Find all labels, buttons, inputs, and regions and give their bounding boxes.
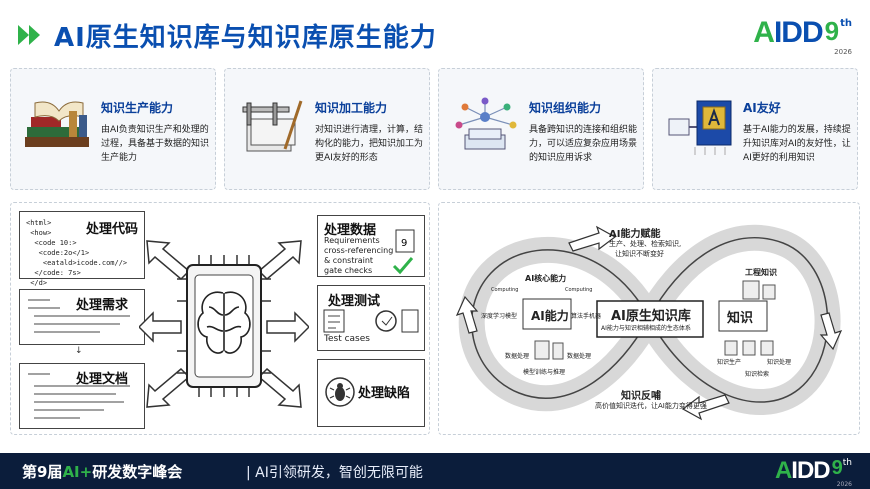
summit-title: 第9届AI+研发数字峰会 (22, 463, 183, 481)
center-title: AI原生知识库 (611, 309, 691, 324)
code-box-title: 处理代码 (85, 222, 138, 237)
code-line: </d> (26, 279, 48, 287)
card-knowledge-production: 知识生产能力 由AI负责知识生产和处理的过程，具备基于数据的知识生产能力 (10, 68, 216, 190)
card-description: 由AI负责知识生产和处理的过程，具备基于数据的知识生产能力 (101, 125, 210, 163)
card-title: 知识组织能力 (529, 101, 602, 115)
data-box: 处理数据 Requirements cross-referencing & co… (317, 215, 425, 277)
test-box: 处理测试 Test cases (317, 285, 425, 351)
data-sub-line: cross-referencing (324, 246, 394, 255)
down-arrow-icon: ↓ (75, 346, 83, 356)
requirement-box-title: 处理需求 (76, 298, 129, 313)
code-line: <html> (26, 219, 52, 227)
ai-processing-panel: <html> <how> <code 10:> <code:2o</1> <ea… (10, 202, 430, 435)
code-line: <how> (26, 229, 52, 237)
brain-chip-diagram (139, 240, 309, 408)
books-icon (23, 97, 93, 157)
bottom-loop-title: 知识反哺 (621, 391, 661, 402)
right-main-label: 知识 (727, 311, 754, 326)
document-box-title: 处理文档 (76, 372, 129, 387)
card-knowledge-processing: 知识加工能力 对知识进行清理，计算，结构化的能力，把知识加工为更AI友好的形态 (224, 68, 430, 190)
bug-box: 处理缺陷 (317, 359, 425, 427)
card-description: 基于AI能力的发展，持续提升知识库对AI的友好性，让AI更好的利用知识 (743, 125, 851, 163)
card-title: 知识生产能力 (101, 101, 174, 115)
aidd-logo: AIDD 9 th 2026 (753, 16, 852, 56)
data-sub-line: Requirements (324, 236, 380, 245)
data-sub-line: & constraint (324, 256, 374, 265)
code-box: <html> <how> <code 10:> <code:2o</1> <ea… (19, 211, 145, 287)
ai-chip-icon (665, 97, 735, 157)
card-title: AI友好 (743, 101, 781, 115)
left-item: 数据处理 (505, 353, 530, 360)
svg-text:9: 9 (401, 238, 407, 249)
code-line: <eatald>icode.com//> (26, 259, 128, 267)
code-line: <code 10:> (26, 239, 77, 247)
page-title: AI原生知识库与知识库原生能力 (54, 22, 437, 53)
data-box-title: 处理数据 (324, 223, 377, 238)
document-box: 处理文档 (19, 363, 145, 429)
card-knowledge-organization: 知识组织能力 具备跨知识的连接和组织能力，可以适应复杂应用场景的知识应用诉求 (438, 68, 644, 190)
left-item: Computing (565, 287, 593, 293)
text-lines-icon (28, 299, 130, 333)
top-loop-sub: 生产、处理、检索知识, (609, 240, 682, 248)
ai-native-knowledge-panel: AI能力赋能 生产、处理、检索知识, 让知识不断变好 AI原生知识库 AI能力与… (438, 202, 860, 435)
test-cases-icon (323, 309, 419, 333)
requirement-box: 处理需求 (19, 289, 145, 345)
title-bar: AI原生知识库与知识库原生能力 (18, 18, 437, 53)
footer-bar: 第9届AI+研发数字峰会 | AI引领研发，智创无限可能 AIDD 9 th 2… (0, 453, 870, 489)
bug-box-title: 处理缺陷 (358, 386, 411, 401)
infinity-loop-diagram (455, 224, 843, 421)
left-main-label: AI能力 (531, 309, 569, 323)
code-line: <code:2o</1> (26, 249, 90, 257)
data-sub-line: gate checks (324, 266, 373, 275)
left-item: 算法手机器 (571, 313, 602, 320)
left-item: 深度学习模型 (481, 313, 518, 320)
card-ai-friendly: AI友好 基于AI能力的发展，持续提升知识库对AI的友好性，让AI更好的利用知识 (652, 68, 858, 190)
top-loop-sub: 让知识不断变好 (615, 250, 664, 258)
right-item: 知识生产 (717, 359, 742, 366)
caliper-icon (237, 97, 307, 157)
right-item: 知识处理 (767, 359, 792, 366)
card-description: 对知识进行清理，计算，结构化的能力，把知识加工为更AI友好的形态 (315, 125, 424, 163)
center-sub: AI能力与知识相辅相成的生态体系 (601, 325, 691, 332)
left-core-label: AI核心能力 (525, 274, 567, 283)
code-snippet: <html> <how> <code 10:> <code:2o</1> <ea… (26, 218, 127, 288)
code-line: </code: 7s> (26, 269, 81, 277)
card-title: 知识加工能力 (315, 101, 388, 115)
right-top-label: 工程知识 (745, 268, 777, 277)
summit-slogan: | AI引领研发，智创无限可能 (246, 465, 423, 481)
card-description: 具备跨知识的连接和组织能力，可以适应复杂应用场景的知识应用诉求 (529, 125, 638, 163)
left-item: 模型训练与推理 (523, 369, 566, 376)
double-arrow-icon (18, 25, 44, 45)
left-item: 数据处理 (567, 353, 592, 360)
test-box-title: 处理测试 (328, 294, 381, 309)
test-sub: Test cases (324, 334, 370, 344)
checklist-icon: 9 (392, 229, 415, 275)
bottom-loop-sub: 高价值知识迭代，让AI能力变得更强 (595, 402, 707, 410)
left-item: Computing (491, 287, 519, 293)
text-lines-icon (28, 373, 130, 419)
network-icon (451, 97, 521, 157)
top-loop-title: AI能力赋能 (609, 229, 661, 240)
right-item: 知识检索 (745, 371, 770, 378)
bug-icon (325, 377, 355, 407)
aidd-logo-footer: AIDD 9 th 2026 (774, 457, 852, 488)
